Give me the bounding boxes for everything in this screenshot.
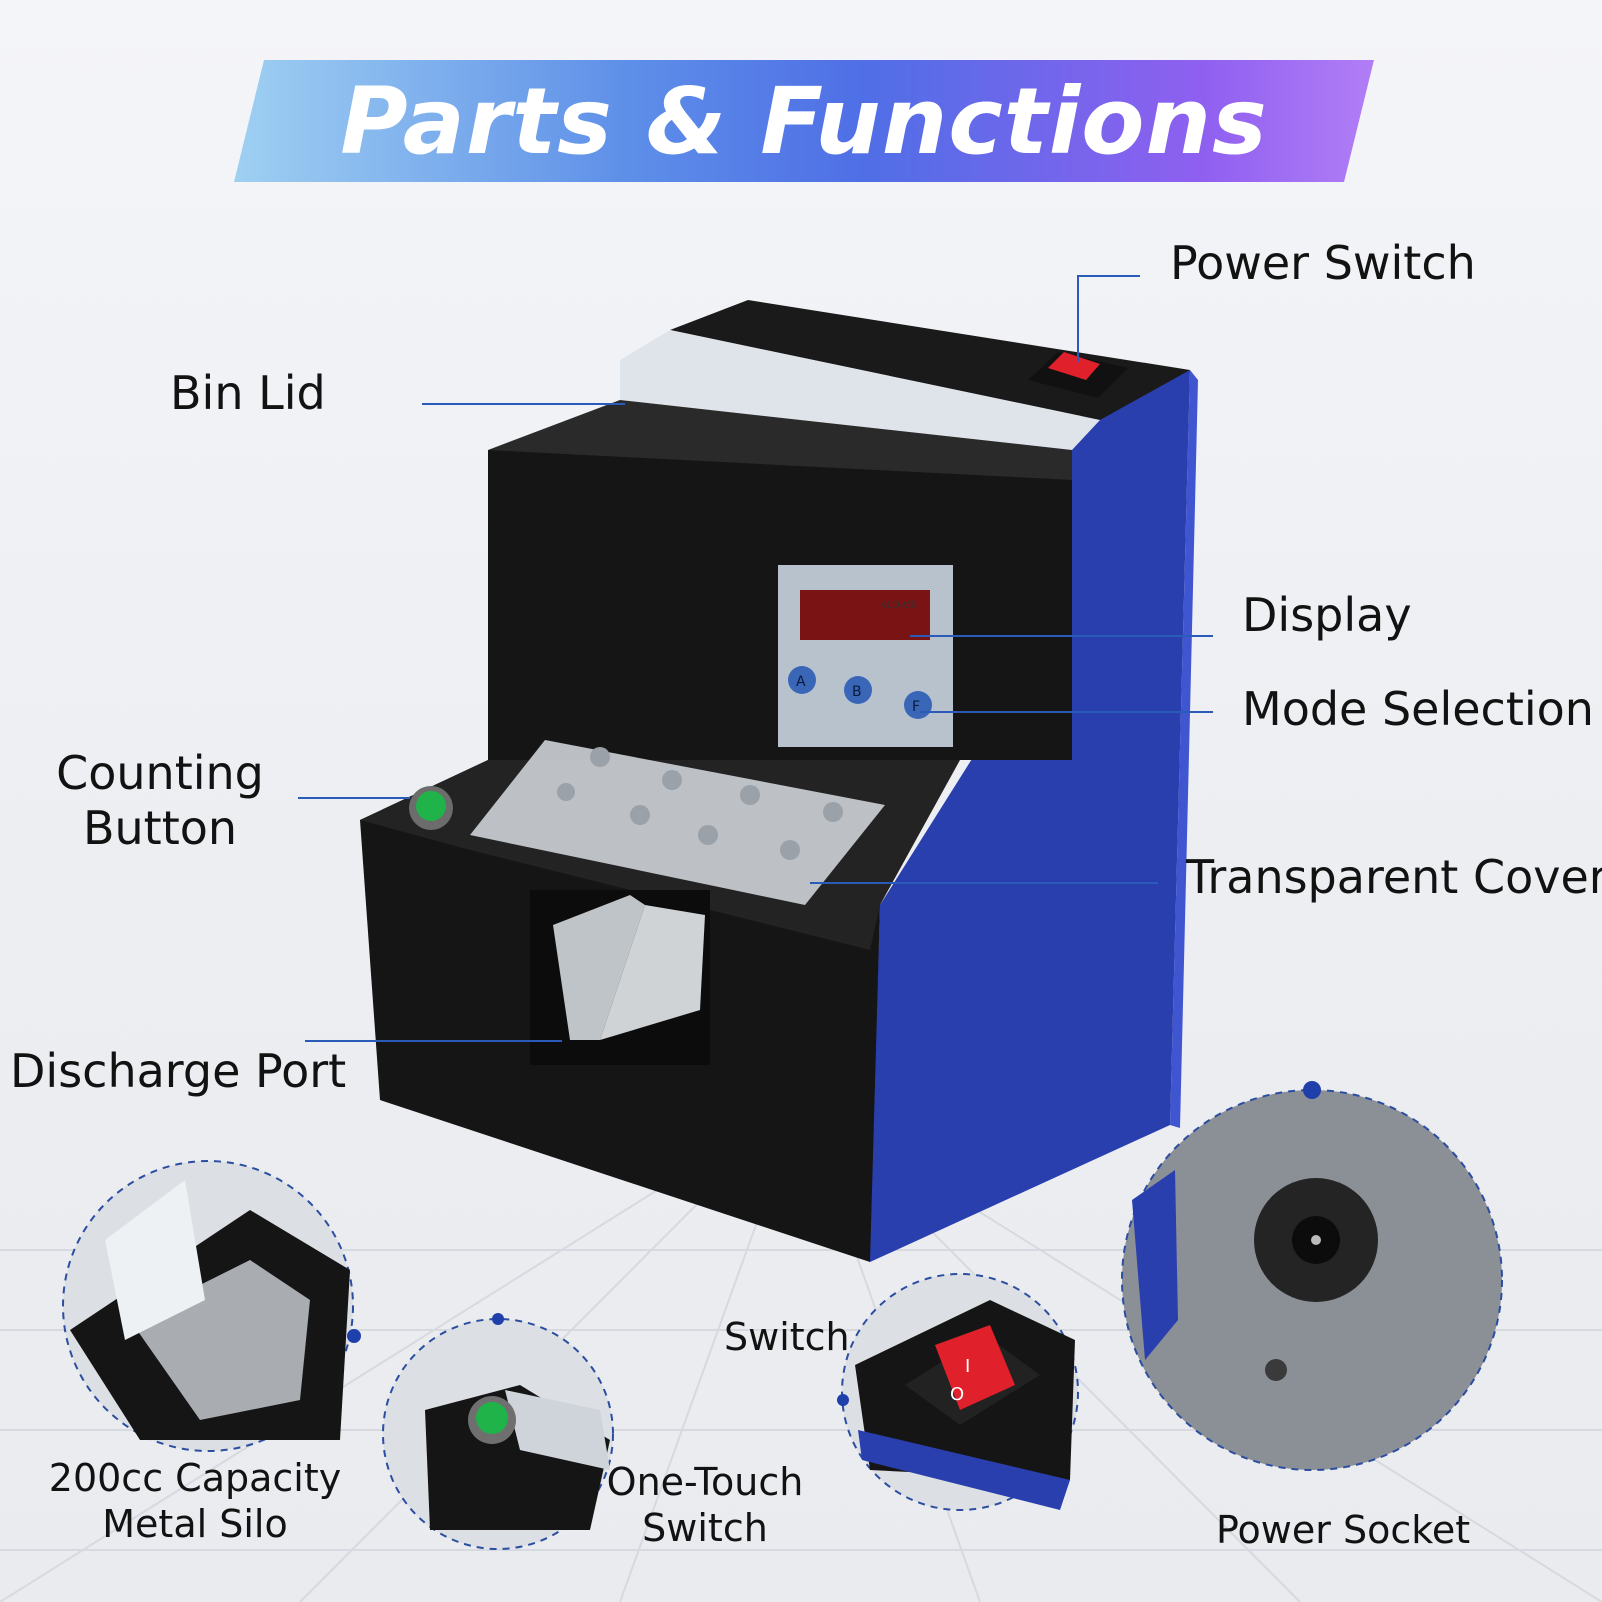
one-touch-button (476, 1402, 508, 1434)
caption-switch: Switch (724, 1315, 850, 1359)
caption-one-touch-line2: Switch (642, 1505, 768, 1550)
rocker-mark-off: O (950, 1384, 964, 1405)
label-discharge-port: Discharge Port (10, 1044, 347, 1098)
caption-one-touch-switch: One-Touch Switch (590, 1460, 820, 1551)
callout-line-power-switch (1077, 275, 1140, 362)
label-power-switch: Power Switch (1170, 236, 1476, 290)
label-counting-line2: Button (82, 801, 238, 856)
label-mode-selection: Mode Selection (1242, 682, 1594, 736)
detail-switch: I O (837, 1273, 1079, 1511)
transparent-cover (470, 740, 885, 905)
detail-metal-silo (62, 1160, 361, 1452)
display-button-b[interactable] (844, 676, 872, 704)
label-transparent-cover: Transparent Cover (1186, 850, 1602, 904)
switch-rocker (935, 1325, 1015, 1410)
detail-power-socket (1121, 1081, 1503, 1471)
label-bin-lid: Bin Lid (170, 366, 326, 420)
button-b-label: B (852, 684, 862, 700)
page-title: Parts & Functions (340, 67, 1268, 175)
caption-power-socket: Power Socket (1216, 1508, 1471, 1552)
detail-one-touch-switch (382, 1313, 614, 1550)
title-banner (234, 60, 1374, 182)
counting-button[interactable] (416, 791, 446, 821)
label-counting-button: Counting Button (40, 746, 280, 856)
machine-side-panel (870, 370, 1190, 1262)
display-screen (800, 590, 930, 640)
button-a-label: A (796, 674, 806, 690)
caption-one-touch-line1: One-Touch (606, 1460, 804, 1504)
caption-metal-silo: 200cc Capacity Metal Silo (40, 1456, 350, 1547)
label-display: Display (1242, 588, 1412, 642)
button-f-label: F (912, 699, 920, 715)
display-button-a[interactable] (788, 666, 816, 694)
caption-silo-line2: Metal Silo (102, 1501, 288, 1546)
label-counting-line1: Counting (56, 746, 264, 800)
model-label: KLD-V5 (880, 600, 916, 611)
bin-lid (620, 330, 1100, 450)
caption-silo-line1: 200cc Capacity (48, 1456, 342, 1500)
rocker-mark-on: I (965, 1356, 970, 1377)
